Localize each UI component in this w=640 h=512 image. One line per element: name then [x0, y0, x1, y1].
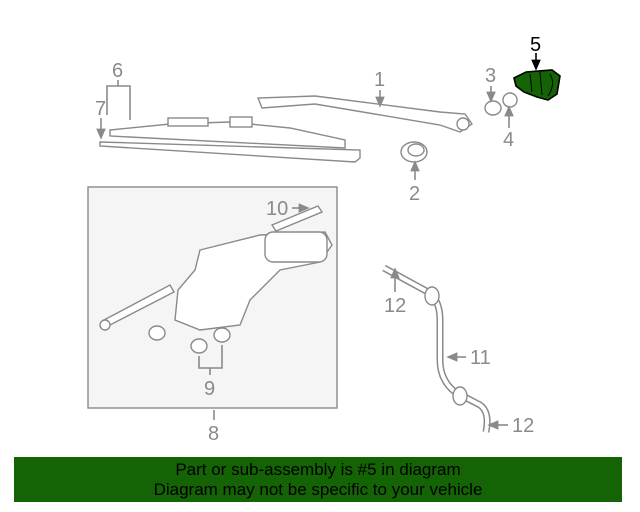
callout-5: 5 — [530, 34, 541, 56]
callout-12-lower: 12 — [512, 415, 534, 437]
callout-1: 1 — [374, 69, 385, 91]
callout-4: 4 — [503, 129, 514, 151]
callout-2: 2 — [409, 183, 420, 205]
arm-cap — [400, 141, 428, 163]
callout-11: 11 — [470, 347, 491, 369]
nut — [502, 92, 518, 108]
highlighted-part-5 — [513, 69, 561, 101]
washer-hose — [382, 264, 491, 433]
callout-8: 8 — [208, 423, 219, 445]
callout-6: 6 — [112, 60, 123, 82]
callout-3: 3 — [485, 65, 496, 87]
callout-9: 9 — [204, 378, 215, 400]
callout-10: 10 — [266, 198, 288, 220]
part-info-banner: Part or sub-assembly is #5 in diagram Di… — [14, 457, 622, 502]
banner-line-1: Part or sub-assembly is #5 in diagram — [175, 460, 461, 479]
washer — [484, 100, 502, 116]
callout-7: 7 — [95, 98, 106, 120]
wiper-motor — [99, 205, 333, 354]
banner-line-2: Diagram may not be specific to your vehi… — [153, 480, 483, 499]
wiper-blade — [99, 116, 361, 163]
leader-lines — [96, 53, 541, 430]
callout-12-upper: 12 — [384, 295, 406, 317]
wiper-arm — [256, 95, 473, 133]
